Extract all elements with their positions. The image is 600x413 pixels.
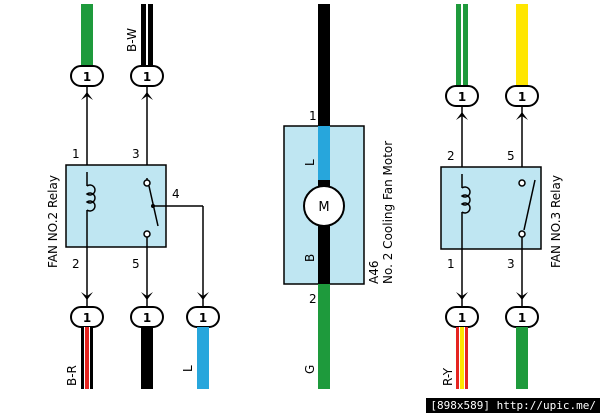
svg-text:1: 1 [518,90,526,104]
pin-3: 3 [132,147,140,161]
connector-top-right-2: 1 [505,85,539,107]
wire-blue-bottom [197,327,209,389]
svg-text:M: M [318,200,329,215]
connector-top-right-1: 1 [445,85,479,107]
connector-bottom-1: 1 [70,306,104,328]
wire-black-top-motor [318,4,330,126]
motor-pin-2: 2 [309,292,317,306]
wire-yellow-top [516,4,528,86]
wire-black-white-top [141,4,153,66]
pin-2-right: 2 [447,149,455,163]
relay-coil-icon [85,172,96,247]
wire-green-bottom-motor [318,284,330,389]
svg-text:1: 1 [518,311,526,325]
pin-1: 1 [72,147,80,161]
connector-top-2: 1 [130,65,164,87]
wire-label-l-left: L [181,365,195,372]
fan-no2-relay: B-W 1 1 [46,4,220,389]
wire-green-bottom-right [516,327,528,389]
wire-green-white-top [456,4,468,86]
wire-label-br: B-R [65,365,79,386]
pin-5-right: 5 [507,149,515,163]
wire-red-yellow-bottom [456,327,468,389]
pin-2: 2 [72,257,80,271]
motor-pin-1: 1 [309,109,317,123]
image-source-footer: [898x589] http://upic.me/ [426,398,600,413]
fan-no2-relay-label: FAN NO.2 Relay [46,175,60,268]
connector-bottom-3: 1 [186,306,220,328]
fan-no3-relay: 1 1 2 5 1 3 FAN NO.3 Relay [440,4,563,389]
motor-code-label: A46 [367,261,381,284]
fan-no3-relay-label: FAN NO.3 Relay [549,175,563,268]
wire-label-g-motor: G [303,365,317,374]
svg-text:1: 1 [458,90,466,104]
motor-icon: M [303,180,345,230]
cooling-fan-motor: M 1 2 L B G A46 No. 2 Cooling Fan Motor [283,4,395,389]
relay-coil-icon-right [460,174,471,249]
motor-name-label: No. 2 Cooling Fan Motor [381,141,395,284]
wire-label-b-motor: B [303,254,317,262]
connector-bottom-right-1: 1 [445,306,479,328]
connector-top-1: 1 [70,65,104,87]
svg-text:1: 1 [143,70,151,84]
pin-3-right: 3 [507,257,515,271]
connector-bottom-2: 1 [130,306,164,328]
svg-text:1: 1 [199,311,207,325]
pin-5: 5 [132,257,140,271]
svg-text:1: 1 [83,311,91,325]
wire-green-top-left [81,4,93,66]
wire-black-motor [318,230,330,284]
svg-text:1: 1 [458,311,466,325]
pin-4: 4 [172,187,180,201]
wire-label-ry: R-Y [441,367,455,386]
svg-text:1: 1 [143,311,151,325]
relay-switch-icon-right [518,179,536,249]
wire-blue-motor [318,126,330,180]
svg-text:1: 1 [83,70,91,84]
pin-1-right: 1 [447,257,455,271]
fan-no3-relay-box [440,166,542,250]
wire-black-red-bottom [81,327,93,389]
wire-black-bottom [141,327,153,389]
connector-bottom-right-2: 1 [505,306,539,328]
wire-label-bw: B-W [125,28,139,52]
wire-label-l-motor: L [303,159,317,166]
